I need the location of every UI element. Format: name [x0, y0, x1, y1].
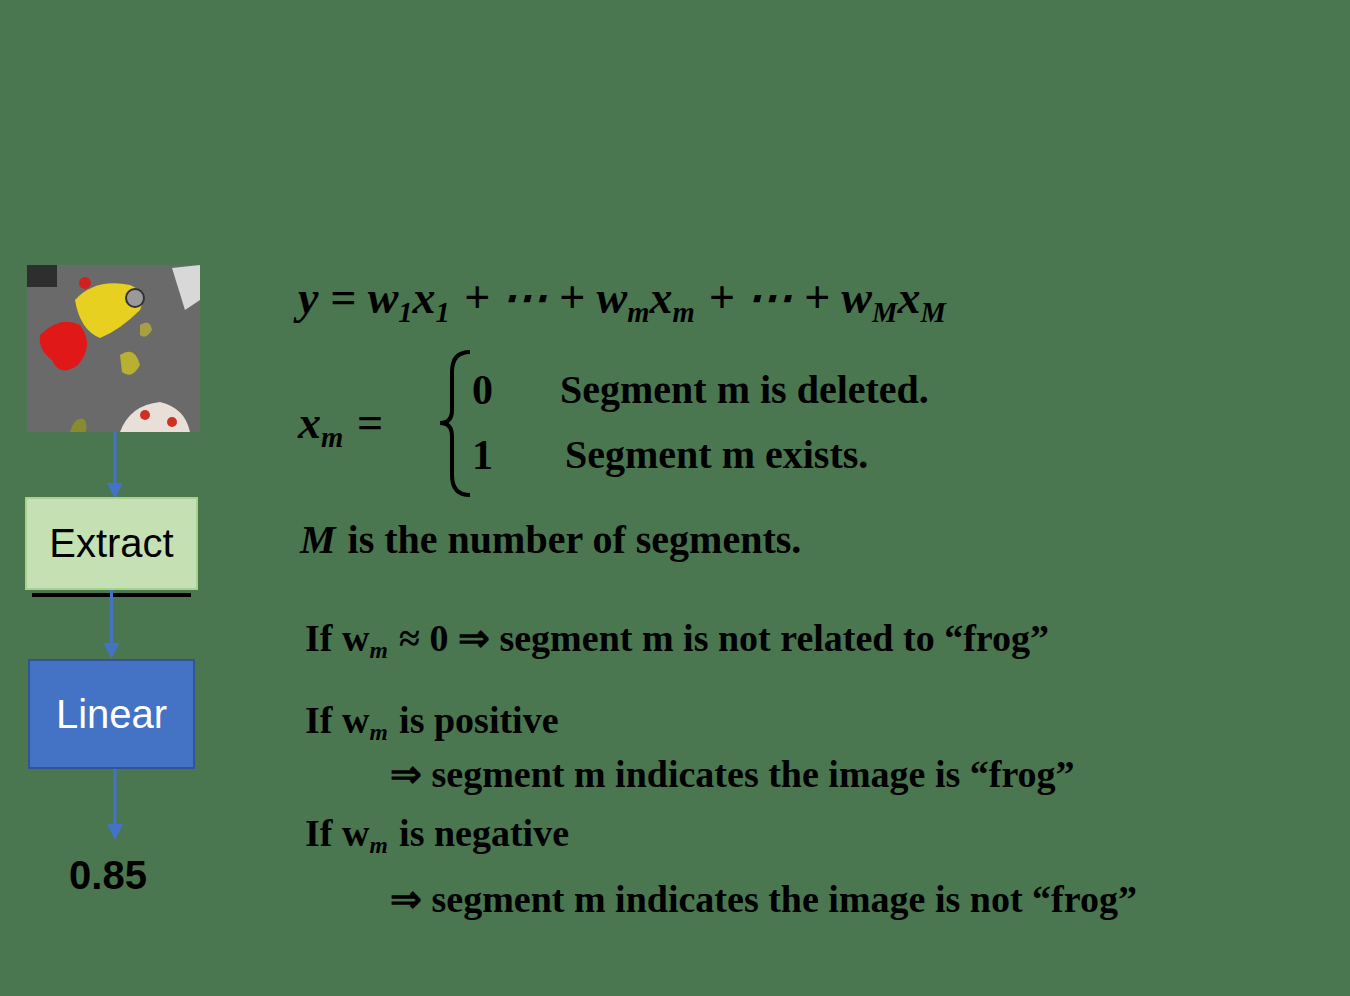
brace — [440, 352, 470, 495]
formula-text: If w — [305, 699, 369, 741]
text-line: 1 — [472, 430, 493, 480]
formula-text: Segment m is deleted. — [560, 367, 929, 412]
subscript: m — [627, 297, 649, 328]
text-line: Mis the number of segments. — [300, 516, 801, 564]
flow-arrow — [114, 432, 117, 485]
text-line: ⇒ segment m indicates the image is not “… — [390, 877, 1137, 923]
text-line: y = w1x1+ ⋯ + wmxm+ ⋯ + wMxM — [298, 270, 946, 330]
box-label: Linear — [56, 692, 167, 737]
formula-text: is positive — [399, 699, 558, 741]
flow-arrow — [114, 769, 117, 826]
image-segment — [40, 322, 87, 371]
image-segment — [140, 322, 152, 336]
text-line: ⇒ segment m indicates the image is “frog… — [390, 752, 1075, 798]
text-line: If wm is negative — [305, 811, 569, 859]
formula-text: If w — [305, 812, 369, 854]
text-line: xm = — [298, 395, 383, 455]
formula-text: If w — [305, 617, 369, 659]
subscript: m — [321, 422, 343, 453]
image-segment — [140, 410, 150, 420]
formula-text: 0 — [472, 367, 493, 413]
formula-text: x — [649, 272, 672, 323]
formula-text: x — [298, 397, 321, 448]
text-line: If wm is positive — [305, 698, 559, 746]
formula-text: is the number of segments. — [348, 517, 802, 562]
box-label: Extract — [49, 521, 173, 566]
formula-text: + ⋯ + w — [708, 272, 872, 323]
formula-text: ⇒ segment m indicates the image is “frog… — [390, 753, 1075, 795]
flow-arrow — [104, 590, 120, 659]
text-line: If wm ≈ 0 ⇒ segment m is not related to “… — [305, 616, 1049, 664]
formula-text: = — [357, 397, 383, 448]
image-segment — [27, 265, 57, 287]
text-line: Segment m exists. — [565, 431, 868, 479]
text-line: 0 — [472, 365, 493, 415]
segment-image — [27, 265, 200, 432]
subscript: m — [369, 637, 387, 663]
formula-text: 1 — [472, 432, 493, 478]
subscript: m — [369, 832, 387, 858]
subscript: m — [672, 297, 694, 328]
formula-text: + ⋯ + w — [464, 272, 628, 323]
formula-text: ⇒ segment m indicates the image is not “… — [390, 878, 1137, 920]
subscript: M — [872, 297, 897, 328]
connector-line — [110, 590, 113, 645]
formula-text: ≈ 0 ⇒ segment m is not related to “frog” — [399, 617, 1049, 659]
image-segment — [126, 289, 144, 307]
process-box: Linear — [28, 659, 195, 769]
subscript: m — [369, 719, 387, 745]
image-segment — [79, 277, 91, 289]
formula-text: y = w — [298, 272, 398, 323]
text-line: Segment m is deleted. — [560, 366, 929, 414]
formula-text: x — [413, 272, 436, 323]
text-line: 0.85 — [69, 851, 147, 899]
process-box: Extract — [25, 497, 198, 590]
arrow-head — [107, 824, 123, 840]
image-segment — [120, 402, 190, 432]
image-segment — [120, 352, 140, 375]
formula-text: M — [300, 517, 336, 562]
subscript: 1 — [398, 297, 412, 328]
arrow-head — [104, 643, 120, 659]
subscript: 1 — [436, 297, 450, 328]
formula-text: 0.85 — [69, 853, 147, 897]
image-segment — [172, 265, 200, 310]
subscript: M — [920, 297, 945, 328]
formula-text: is negative — [399, 812, 569, 854]
formula-text: x — [897, 272, 920, 323]
image-segment — [70, 419, 87, 432]
formula-text: Segment m exists. — [565, 432, 868, 477]
image-segment — [167, 417, 177, 427]
